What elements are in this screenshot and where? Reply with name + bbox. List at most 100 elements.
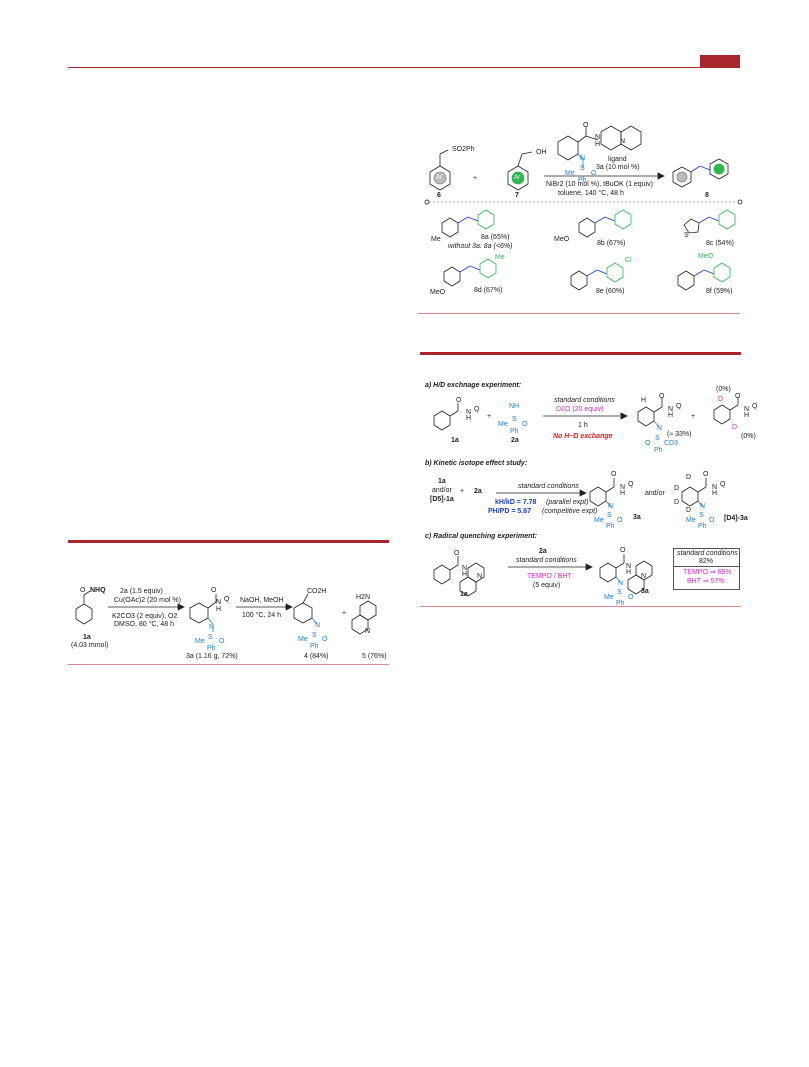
reaction-arrow-top [544, 172, 665, 180]
ar-label-7: Ar [514, 175, 520, 181]
left-step1-line2: Cu(OAc)2 (20 mol %) [114, 597, 181, 604]
mech-b-d4-so: O [709, 517, 715, 524]
mech-b-left2: and/or [432, 487, 452, 494]
mech-a-p1-q: Q [676, 403, 682, 410]
product-8a-extra: without 3a: 8a (<6%) [448, 243, 513, 250]
scope-divider [424, 199, 743, 205]
mech-c-3a-o: O [620, 547, 626, 554]
ligand-nh-n: N [595, 134, 601, 141]
mech-b-3a-me: Me [594, 517, 604, 524]
mech-b-3a-nsub: N [608, 503, 614, 510]
mech-a-1a [433, 403, 459, 431]
product-8e-label: 8e (60%) [596, 288, 625, 295]
mech-b-d4-me: Me [686, 517, 696, 524]
product-8f-label: 8f (59%) [706, 288, 733, 295]
sub7-group: OH [536, 149, 547, 156]
mech-b-d4-nsub: N [700, 503, 706, 510]
mech-b-d4-d3: D [674, 499, 680, 506]
num-7: 7 [515, 192, 519, 199]
num-8: 8 [705, 192, 709, 199]
mech-c-box2: 82% [699, 558, 714, 565]
product-8d-sub2: Me [495, 254, 505, 261]
left-start-num: 1a [83, 634, 91, 641]
left-start-amount: (4.03 mmol) [71, 642, 109, 649]
left-step1-line3: K2CO3 (2 equiv), O2 [112, 613, 178, 620]
mech-a-p1-hh: H [668, 412, 674, 419]
left-3a-q: Q [224, 596, 230, 603]
product-8f-sub2: MeO [698, 253, 714, 260]
mech-a-p2-o: O [735, 393, 741, 400]
structure-6 [429, 149, 451, 191]
header-rule [68, 67, 740, 68]
left-3a-so: O [219, 638, 225, 645]
mech-c-3a [599, 554, 653, 595]
mech-b-3a [589, 478, 615, 508]
mech-a-product2 [713, 397, 739, 425]
mech-b-d4-num: [D4]-3a [724, 515, 748, 522]
mech-a-1a-n: N [466, 409, 472, 416]
mech-a-time: 1 h [578, 422, 588, 429]
prod5-group: H2N [356, 594, 371, 601]
ligand-ph: Ph [578, 177, 587, 184]
scheme-top-bottom-rule [418, 313, 740, 314]
left-3a-me: Me [195, 638, 205, 645]
mech-a-p2-d1: D [718, 396, 724, 403]
mech-a-product1 [637, 398, 663, 428]
mech-b-3a-so: O [617, 517, 623, 524]
mech-b-kie2: PH/PD = 5.67 [488, 508, 531, 515]
mech-b-3a-o: O [611, 471, 617, 478]
product-8b-sub: MeO [554, 236, 570, 243]
prod4-n: N [315, 622, 321, 629]
mech-c-3a-s: S [617, 589, 622, 596]
product-8d-structure [443, 258, 497, 287]
mech-b-left3: [D5]-1a [430, 496, 454, 503]
mech-b-3a-h: H [620, 490, 626, 497]
mech-c-1a-qn: N [477, 573, 483, 580]
left-step1-line1: 2a (1.5 equiv) [120, 588, 163, 595]
ar-label-6: Ar [436, 175, 442, 181]
mech-c-1a-o: O [454, 550, 460, 557]
structure-3a-left [189, 594, 217, 632]
structure-7 [507, 151, 533, 191]
product-8e-structure [570, 262, 624, 291]
mech-a-2a-num: 2a [511, 437, 519, 444]
mech-c-3a-ph: Ph [616, 600, 625, 607]
mech-b-3a-q: Q [628, 481, 634, 488]
right-section-bar [420, 352, 741, 355]
left-3a-nsub: N [209, 624, 215, 631]
product-8c-sub: S [684, 232, 689, 239]
scheme-left-bottom-rule [68, 664, 389, 665]
mech-a-pct1: (0%) [716, 386, 731, 393]
mech-b-arrow [496, 489, 587, 497]
left-3a-s: S [208, 634, 213, 641]
mech-b-d4-d4: D [686, 507, 692, 514]
left-step1-line4: DMSO, 80 °C, 48 h [114, 621, 174, 628]
mech-b-d4-d2: D [674, 485, 680, 492]
mech-a-p2-d2: D [732, 424, 738, 431]
mech-a-1a-num: 1a [451, 437, 459, 444]
mech-b-kie2-note: (competitive expt) [542, 508, 598, 515]
prod4-ph: Ph [310, 643, 319, 650]
mech-b-3a-num: 3a [633, 514, 641, 521]
left-3a-n: N [216, 599, 222, 606]
mech-b-2a: 2a [474, 488, 482, 495]
mech-b-plus: + [460, 488, 465, 495]
mech-b-cond: standard conditions [518, 483, 579, 490]
mech-a-p1-nsub: N [657, 425, 663, 432]
mech-a-d2o: D2O (20 equiv) [556, 406, 604, 413]
mech-c-1a [433, 556, 485, 597]
mech-c-box-divider [673, 566, 740, 567]
left-plus: + [342, 610, 347, 617]
mech-c-add: TEMPO / BHT [527, 573, 572, 580]
prod5-yield: 5 (76%) [362, 653, 387, 660]
sub6-group: SO2Ph [452, 146, 475, 153]
prod4-yield: 4 (84%) [304, 653, 329, 660]
left-step2-line1: NaOH, MeOH [240, 597, 284, 604]
mech-b-title: b) Kinetic isotope effect study: [425, 460, 528, 467]
product-8c-label: 8c (54%) [706, 240, 735, 247]
ligand-3a-structure [557, 125, 642, 168]
mech-a-result: No H–D exchange [553, 433, 613, 440]
mech-a-pct2: (≈ 33%) [667, 431, 692, 438]
left-step2-line2: 100 °C, 24 h [242, 612, 281, 619]
prod5-n: N [365, 628, 371, 635]
